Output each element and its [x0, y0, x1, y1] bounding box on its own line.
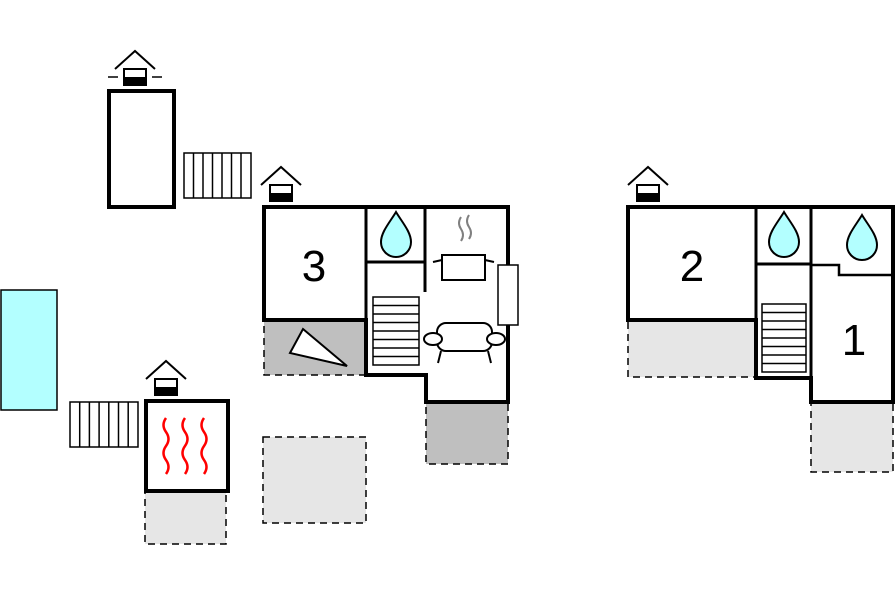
bedroom-2-number: 2 — [680, 242, 704, 291]
main-house: 3 — [260, 166, 519, 465]
storage-room — [107, 89, 176, 209]
entrance-icon — [145, 360, 187, 396]
right-house: 2 1 — [626, 166, 895, 473]
terrace — [425, 401, 509, 465]
terrace — [262, 436, 367, 524]
entrance-icon — [114, 50, 156, 86]
terrace — [810, 401, 894, 473]
slide-icon — [288, 327, 348, 367]
terrace — [627, 320, 757, 378]
sofa-icon — [423, 322, 506, 364]
sauna-heat-icon — [162, 417, 208, 475]
pool — [0, 289, 58, 411]
sauna-building — [69, 360, 230, 545]
entrance-icon — [260, 166, 302, 202]
fence-icon — [69, 401, 139, 448]
bedroom-3-number: 3 — [302, 242, 326, 291]
entrance-icon — [627, 166, 669, 202]
cooking-pot-icon — [432, 214, 495, 281]
terrace — [144, 491, 227, 545]
stairs-icon — [372, 296, 420, 366]
outbuilding — [107, 50, 252, 209]
fence-icon — [183, 152, 252, 199]
kitchen-counter — [497, 264, 519, 326]
stairs-icon — [761, 303, 807, 373]
sauna-room — [144, 399, 230, 493]
bedroom-1-number: 1 — [842, 316, 866, 365]
